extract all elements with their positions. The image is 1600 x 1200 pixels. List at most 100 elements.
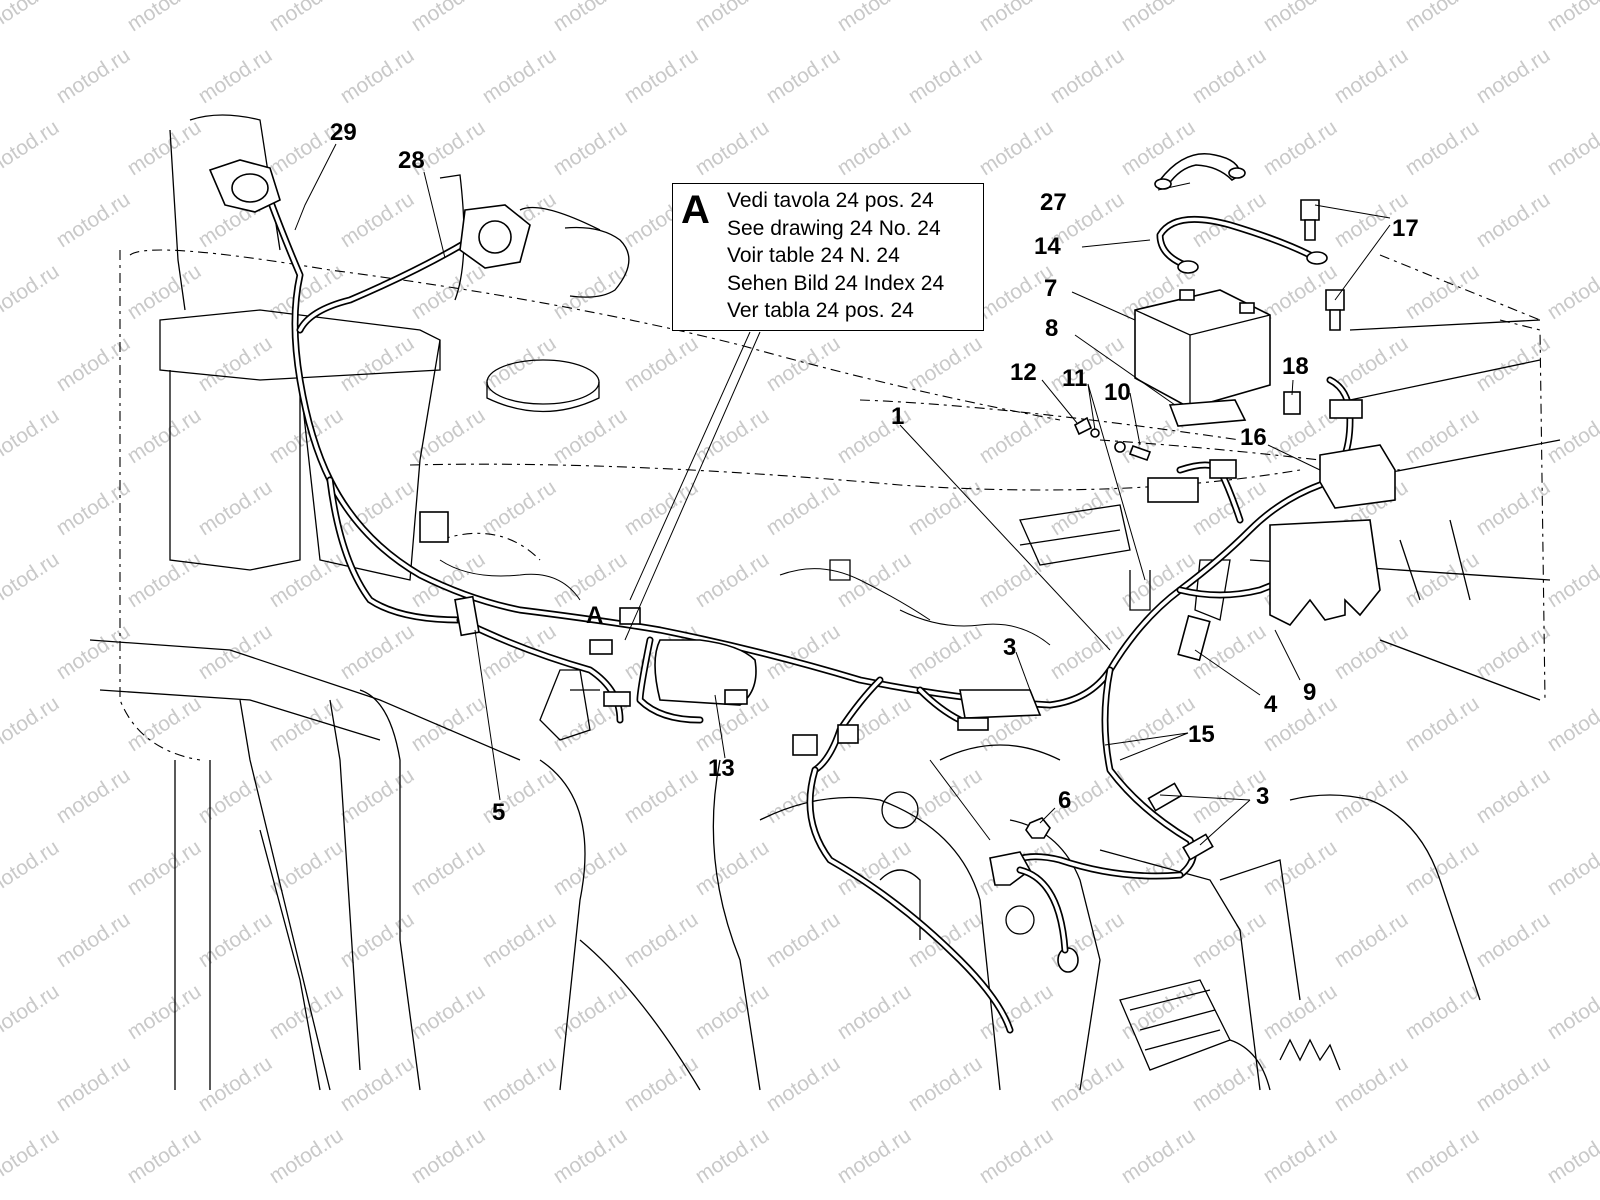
- watermark-text: motod.ru: [52, 476, 134, 540]
- watermark-text: motod.ru: [620, 332, 702, 396]
- note-line-french: Voir table 24 N. 24: [727, 244, 900, 267]
- watermark-text: motod.ru: [1543, 836, 1600, 900]
- watermark-text: motod.ru: [1543, 692, 1600, 756]
- watermark-text: motod.ru: [1543, 548, 1600, 612]
- watermark-text: motod.ru: [975, 404, 1057, 468]
- watermark-text: motod.ru: [1330, 908, 1412, 972]
- watermark-text: motod.ru: [194, 1052, 276, 1116]
- watermark-text: motod.ru: [265, 836, 347, 900]
- watermark-text: motod.ru: [691, 980, 773, 1044]
- callout-7: 7: [1044, 275, 1057, 302]
- watermark-text: motod.ru: [549, 836, 631, 900]
- watermark-text: motod.ru: [1543, 0, 1600, 36]
- callout-5: 5: [492, 799, 505, 826]
- watermark-text: motod.ru: [52, 908, 134, 972]
- watermark-text: motod.ru: [336, 908, 418, 972]
- watermark-text: motod.ru: [1117, 116, 1199, 180]
- watermark-text: motod.ru: [1188, 908, 1270, 972]
- watermark-text: motod.ru: [904, 332, 986, 396]
- callout-3a: 3: [1003, 634, 1016, 661]
- watermark-text: motod.ru: [691, 836, 773, 900]
- watermark-text: motod.ru: [123, 548, 205, 612]
- watermark-text: motod.ru: [904, 620, 986, 684]
- callout-29: 29: [330, 119, 357, 146]
- watermark-text: motod.ru: [1330, 620, 1412, 684]
- watermark-text: motod.ru: [1330, 1196, 1412, 1200]
- callout-3b: 3: [1256, 783, 1269, 810]
- watermark-text: motod.ru: [904, 44, 986, 108]
- watermark-text: motod.ru: [833, 980, 915, 1044]
- watermark-text: motod.ru: [265, 0, 347, 36]
- watermark-text: motod.ru: [123, 836, 205, 900]
- watermark-text: motod.ru: [1046, 44, 1128, 108]
- watermark-text: motod.ru: [0, 548, 63, 612]
- watermark-text: motod.ru: [52, 1052, 134, 1116]
- watermark-text: motod.ru: [407, 836, 489, 900]
- watermark-text: motod.ru: [975, 116, 1057, 180]
- watermark-text: motod.ru: [1401, 980, 1483, 1044]
- watermark-text: motod.ru: [336, 620, 418, 684]
- watermark-text: motod.ru: [336, 188, 418, 252]
- watermark-text: motod.ru: [1117, 692, 1199, 756]
- watermark-text: motod.ru: [478, 1052, 560, 1116]
- watermark-text: motod.ru: [1401, 404, 1483, 468]
- watermark-text: motod.ru: [549, 116, 631, 180]
- watermark-text: motod.ru: [478, 764, 560, 828]
- watermark-text: motod.ru: [194, 1196, 276, 1200]
- watermark-text: motod.ru: [478, 1196, 560, 1200]
- watermark-text: motod.ru: [407, 0, 489, 36]
- watermark-text: motod.ru: [194, 476, 276, 540]
- watermark-text: motod.ru: [833, 1124, 915, 1188]
- watermark-text: motod.ru: [407, 692, 489, 756]
- note-line-english: See drawing 24 No. 24: [727, 216, 941, 240]
- watermark-text: motod.ru: [1543, 404, 1600, 468]
- watermark-text: motod.ru: [1330, 44, 1412, 108]
- watermark-text: motod.ru: [336, 332, 418, 396]
- watermark-text: motod.ru: [407, 1124, 489, 1188]
- callout-28: 28: [398, 147, 425, 174]
- watermark-text: motod.ru: [123, 404, 205, 468]
- callout-14: 14: [1034, 233, 1061, 260]
- watermark-text: motod.ru: [904, 1196, 986, 1200]
- watermark-text: motod.ru: [52, 332, 134, 396]
- watermark-text: motod.ru: [265, 1124, 347, 1188]
- watermark-text: motod.ru: [762, 44, 844, 108]
- watermark-text: motod.ru: [478, 908, 560, 972]
- callout-leader-lines: [294, 143, 1391, 846]
- watermark-text: motod.ru: [1188, 44, 1270, 108]
- watermark-text: motod.ru: [123, 260, 205, 324]
- watermark-text: motod.ru: [336, 1052, 418, 1116]
- watermark-text: motod.ru: [1472, 476, 1554, 540]
- watermark-text: motod.ru: [194, 44, 276, 108]
- watermark-text: motod.ru: [0, 0, 63, 36]
- watermark-text: motod.ru: [52, 1196, 134, 1200]
- watermark-text: motod.ru: [1543, 980, 1600, 1044]
- watermark-text: motod.ru: [1472, 1052, 1554, 1116]
- note-line-german: Sehen Bild 24 Index 24: [727, 271, 945, 295]
- callout-numbers: 29 28 27 17 14 7 8 12 11 10 18 1 16 3 4 …: [330, 119, 1419, 826]
- callout-17: 17: [1392, 215, 1419, 242]
- callout-6: 6: [1058, 787, 1071, 814]
- callout-9: 9: [1303, 679, 1316, 706]
- watermark-text: motod.ru: [1259, 116, 1341, 180]
- watermark-text: motod.ru: [478, 332, 560, 396]
- detail-marker-a: A: [586, 602, 603, 629]
- watermark-text: motod.ru: [52, 764, 134, 828]
- watermark-text: motod.ru: [762, 908, 844, 972]
- watermark-text: motod.ru: [620, 44, 702, 108]
- watermark-text: motod.ru: [620, 764, 702, 828]
- callout-12: 12: [1010, 359, 1037, 386]
- watermark-text: motod.ru: [1117, 0, 1199, 36]
- watermark-text: motod.ru: [123, 116, 205, 180]
- watermark-text: motod.ru: [1472, 908, 1554, 972]
- watermark-text: motod.ru: [691, 0, 773, 36]
- watermark-text: motod.ru: [123, 0, 205, 36]
- watermark-text: motod.ru: [1472, 1196, 1554, 1200]
- watermark-text: motod.ru: [1401, 116, 1483, 180]
- watermark-text: motod.ru: [52, 188, 134, 252]
- watermark-text: motod.ru: [1472, 332, 1554, 396]
- watermark-text: motod.ru: [336, 764, 418, 828]
- watermark-text: motod.ru: [265, 260, 347, 324]
- watermark-text: motod.ru: [407, 980, 489, 1044]
- watermark-text: motod.ru: [0, 692, 63, 756]
